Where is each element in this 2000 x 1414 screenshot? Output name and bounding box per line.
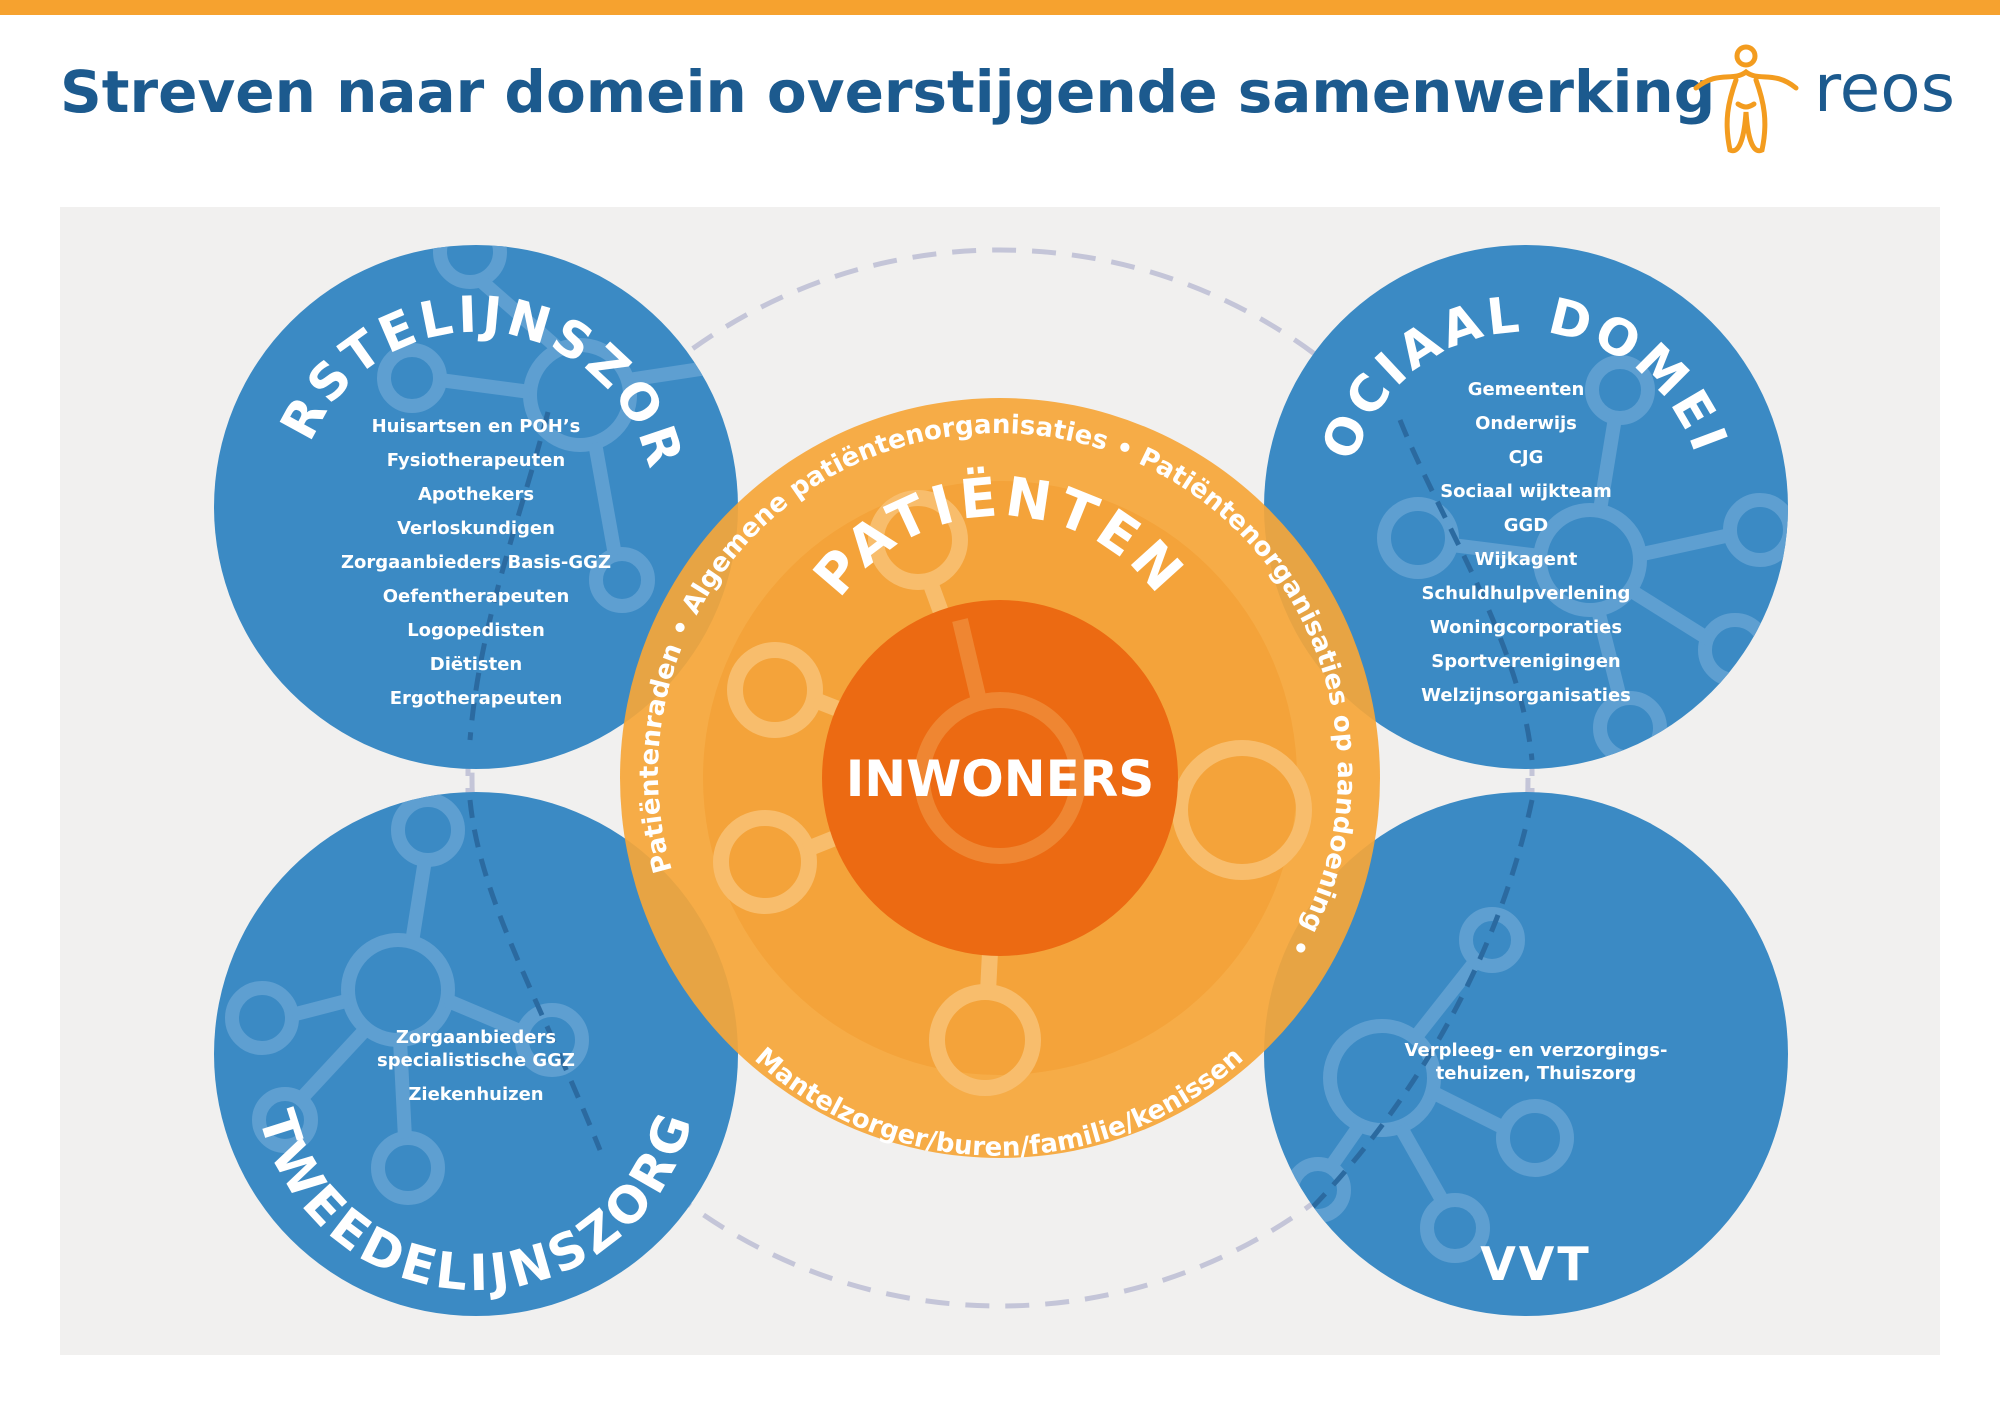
network-pattern <box>377 245 738 613</box>
tweedelijnszorg-item: Ziekenhuizen <box>408 1084 543 1105</box>
center-circle: INWONERS PATIËNTEN Patiëntenraden • Alge… <box>620 398 1380 1163</box>
reos-figure-icon <box>1693 44 1799 154</box>
eerstelijnszorg-item: Oefentherapeuten <box>383 586 570 607</box>
eerstelijnszorg-item: Huisartsen en POH’s <box>372 416 581 437</box>
reos-logo: reos <box>1688 42 1968 162</box>
eerstelijnszorg-item: Apothekers <box>418 484 534 505</box>
sociaal-domein-item: Schuldhulpverlening <box>1422 583 1631 604</box>
sociaal-domein-item: Woningcorporaties <box>1430 617 1622 638</box>
vvt-item: Verpleeg- en verzorgings- <box>1405 1040 1668 1061</box>
vvt-circle: Verpleeg- en verzorgings-tehuizen, Thuis… <box>1264 792 1788 1316</box>
eerstelijnszorg-item: Fysiotherapeuten <box>387 450 565 471</box>
page-title: Streven naar domein overstijgende samenw… <box>60 58 1716 126</box>
network-pattern <box>1377 355 1788 765</box>
tweedelijnszorg-item: Zorgaanbieders <box>396 1027 556 1048</box>
top-accent-bar <box>0 0 2000 15</box>
tweedelijnszorg-item: specialistische GGZ <box>377 1050 575 1071</box>
sociaal-domein-item: Welzijnsorganisaties <box>1421 685 1631 706</box>
sociaal-domein-item: Onderwijs <box>1475 413 1577 434</box>
eerstelijnszorg-item: Verloskundigen <box>397 518 555 539</box>
inner-network-pattern <box>914 618 1086 864</box>
logo-text: reos <box>1814 50 1956 127</box>
eerstelijnszorg-item: Ergotherapeuten <box>390 688 563 709</box>
sociaal-domein-item: GGD <box>1504 515 1549 536</box>
sociaal-domein-item: Sportverenigingen <box>1431 651 1620 672</box>
eerstelijnszorg-items: Huisartsen en POH’sFysiotherapeutenApoth… <box>341 416 611 709</box>
sociaal-domein-item: CJG <box>1509 447 1544 468</box>
dashed-connection-loop <box>469 247 1531 1309</box>
vvt-title: VVT <box>1480 1237 1592 1291</box>
sociaal-domein-item: Sociaal wijkteam <box>1440 481 1612 502</box>
network-pattern <box>225 793 589 1205</box>
eerstelijnszorg-item: Logopedisten <box>407 620 545 641</box>
sociaal-domein-item: Gemeenten <box>1468 379 1585 400</box>
sociaal-domein-item: Wijkagent <box>1475 549 1578 570</box>
vvt-items: Verpleeg- en verzorgings-tehuizen, Thuis… <box>1405 1040 1668 1084</box>
vvt-item: tehuizen, Thuiszorg <box>1436 1063 1637 1084</box>
eerstelijnszorg-item: Diëtisten <box>430 654 522 675</box>
inwoners-label: INWONERS <box>846 750 1155 808</box>
eerstelijnszorg-item: Zorgaanbieders Basis-GGZ <box>341 552 611 573</box>
